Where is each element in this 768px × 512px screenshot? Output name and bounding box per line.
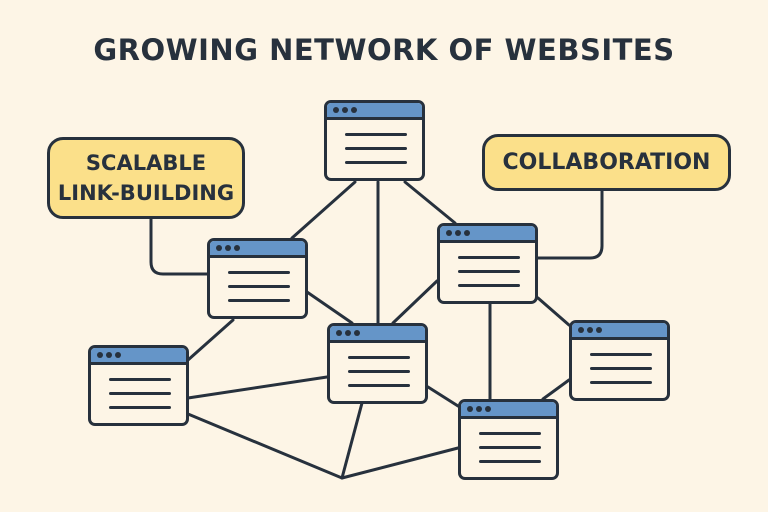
website-window-w2 [207, 238, 308, 319]
text-line [345, 133, 407, 136]
website-window-w3 [437, 223, 538, 304]
edge-w2-w4 [186, 318, 235, 362]
text-line [458, 256, 520, 259]
text-line [590, 367, 652, 370]
text-line [348, 384, 410, 387]
dot-icon [587, 327, 593, 333]
text-line [228, 271, 290, 274]
text-line [109, 392, 171, 395]
text-line [590, 381, 652, 384]
callout-text: COLLABORATION [502, 150, 711, 175]
website-window-w7 [569, 320, 670, 401]
dot-icon [345, 330, 351, 336]
edge-w3-w7 [536, 296, 571, 327]
callout-connector-collab [536, 189, 604, 260]
dot-icon [596, 327, 602, 333]
text-line [345, 147, 407, 150]
dot-icon [115, 352, 121, 358]
dot-icon [336, 330, 342, 336]
page-title: GROWING NETWORK OF WEBSITES [93, 33, 675, 67]
dot-icon [467, 406, 473, 412]
edge-w4-hub [186, 412, 344, 480]
text-line [109, 406, 171, 409]
dot-icon [464, 230, 470, 236]
dot-icon [342, 107, 348, 113]
callout-text-line1: SCALABLE [85, 151, 207, 175]
text-line [458, 270, 520, 273]
text-line [590, 353, 652, 356]
text-line [458, 284, 520, 287]
text-line [228, 285, 290, 288]
dot-icon [485, 406, 491, 412]
dot-icon [97, 352, 103, 358]
dot-icon [476, 406, 482, 412]
text-line [479, 446, 541, 449]
window-titlebar [91, 348, 186, 365]
callout-collaboration: COLLABORATION [482, 134, 731, 191]
window-titlebar [461, 402, 556, 419]
window-titlebar [440, 226, 535, 243]
dot-icon [455, 230, 461, 236]
window-titlebar [330, 326, 425, 343]
edge-w4-w5 [186, 375, 329, 400]
callout-connector-scalable [149, 217, 209, 276]
callout-scalable-link-building: SCALABLE LINK-BUILDING [47, 137, 245, 219]
text-line [479, 432, 541, 435]
dot-icon [351, 107, 357, 113]
text-line [109, 378, 171, 381]
text-line [228, 299, 290, 302]
website-window-w6 [458, 399, 559, 480]
website-window-w1 [324, 100, 425, 181]
window-titlebar [327, 103, 422, 120]
dot-icon [225, 245, 231, 251]
edge-w1-w3 [403, 180, 457, 225]
edge-w2-w5 [305, 290, 354, 325]
text-line [345, 161, 407, 164]
edge-w5-w6 [426, 385, 460, 408]
website-window-w4 [88, 345, 189, 426]
callout-text-line2: LINK-BUILDING [57, 181, 235, 205]
dot-icon [578, 327, 584, 333]
dot-icon [216, 245, 222, 251]
dot-icon [234, 245, 240, 251]
window-titlebar [572, 323, 667, 340]
window-titlebar [210, 241, 305, 258]
edge-w1-w2 [290, 180, 357, 240]
edge-w5-hub [340, 401, 364, 480]
dot-icon [446, 230, 452, 236]
edge-w3-w5 [391, 279, 439, 325]
text-line [348, 370, 410, 373]
dot-icon [333, 107, 339, 113]
dot-icon [106, 352, 112, 358]
dot-icon [354, 330, 360, 336]
website-window-w5 [327, 323, 428, 404]
text-line [348, 356, 410, 359]
edge-w6-hub [340, 446, 460, 480]
text-line [479, 460, 541, 463]
edge-w6-w7 [541, 378, 571, 401]
